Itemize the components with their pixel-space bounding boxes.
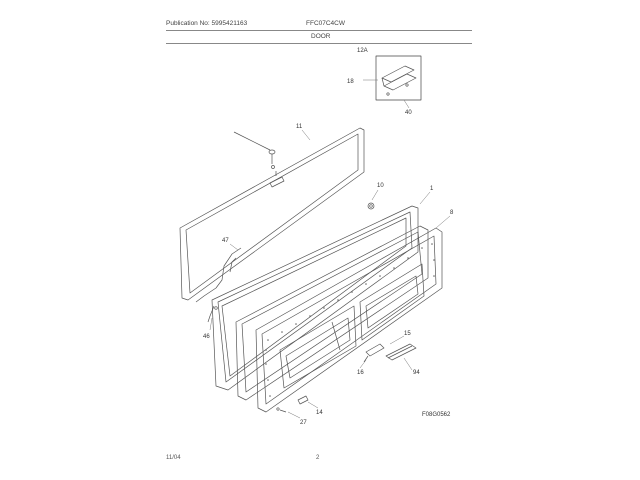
outer-panel-inner-edge <box>185 133 359 294</box>
wire-connector <box>214 306 218 310</box>
wire-harness <box>195 247 242 323</box>
door-gasket-frame <box>235 225 429 401</box>
leader-lines <box>209 79 451 419</box>
door-liner-panel <box>211 205 419 391</box>
door-latch <box>363 343 385 363</box>
window-left <box>279 305 357 389</box>
latch-stem <box>363 355 369 363</box>
callout-16: 16 <box>357 370 364 376</box>
gasket-outline <box>235 225 429 401</box>
callout-47: 47 <box>222 238 229 244</box>
trim-strip-edge <box>387 345 413 359</box>
callout-8: 8 <box>450 210 454 216</box>
inset-screw-right <box>405 83 409 87</box>
callout-11: 11 <box>296 124 303 130</box>
grommet <box>367 202 375 210</box>
trim-strip <box>385 343 417 361</box>
grommet-outer <box>367 202 375 210</box>
inset-frame <box>375 55 422 101</box>
door-hinge-line <box>331 321 341 351</box>
window-left-inner <box>285 317 351 379</box>
wire-branch <box>229 257 237 273</box>
grommet-inner <box>369 204 373 208</box>
front-panel-inner-edge <box>261 235 437 405</box>
header-rule-lower <box>166 43 472 44</box>
callout-46: 46 <box>203 334 210 340</box>
publication-number: Publication No: 5995421163 <box>166 20 248 27</box>
window-right-inner <box>365 275 419 329</box>
liner-outline <box>211 205 419 391</box>
trim-strip-body <box>385 343 417 361</box>
fastener-14 <box>297 395 309 405</box>
wire-cable <box>195 247 242 303</box>
liner-inner-edge-2 <box>221 217 407 377</box>
gasket-inner-edge <box>241 231 423 393</box>
callout-27: 27 <box>300 420 307 426</box>
liner-inner-edge <box>217 211 413 383</box>
rivet-dots <box>265 243 435 397</box>
callout-12a: 12A <box>357 48 368 54</box>
front-door-panel <box>255 227 443 413</box>
window-right <box>359 263 425 341</box>
section-title: DOOR <box>311 33 331 40</box>
figure-reference: F08G0562 <box>422 412 451 418</box>
hinge-pin-head <box>268 149 276 155</box>
fastener-27-head <box>276 407 280 411</box>
callout-40: 40 <box>405 110 412 116</box>
latch-body <box>365 343 385 357</box>
hinge-bracket <box>269 176 285 188</box>
hinge-assembly <box>233 131 285 188</box>
footer-page-number: 2 <box>316 455 320 461</box>
callout-18: 18 <box>347 79 354 85</box>
hinge-washer <box>271 165 275 169</box>
inset-bracket-bottom <box>383 73 417 91</box>
header-rule <box>166 30 472 31</box>
model-number: FFC07C4CW <box>306 20 346 27</box>
callout-15: 15 <box>404 331 411 337</box>
callout-10: 10 <box>377 183 384 189</box>
inset-part-12a <box>375 55 422 101</box>
fastener-27 <box>276 407 287 413</box>
inset-bracket-top <box>381 65 415 83</box>
outer-door-panel <box>179 127 365 301</box>
outer-panel-outline <box>179 127 365 301</box>
hinge-rod <box>233 131 271 151</box>
fastener-14-body <box>297 395 309 405</box>
callout-14: 14 <box>316 410 323 416</box>
footer-date: 11/04 <box>166 455 181 461</box>
fastener-27-shaft <box>279 409 287 413</box>
callout-94: 94 <box>413 370 420 376</box>
inset-screw-left <box>386 92 390 96</box>
callout-1: 1 <box>430 186 434 192</box>
inset-bracket-edge <box>381 77 385 87</box>
